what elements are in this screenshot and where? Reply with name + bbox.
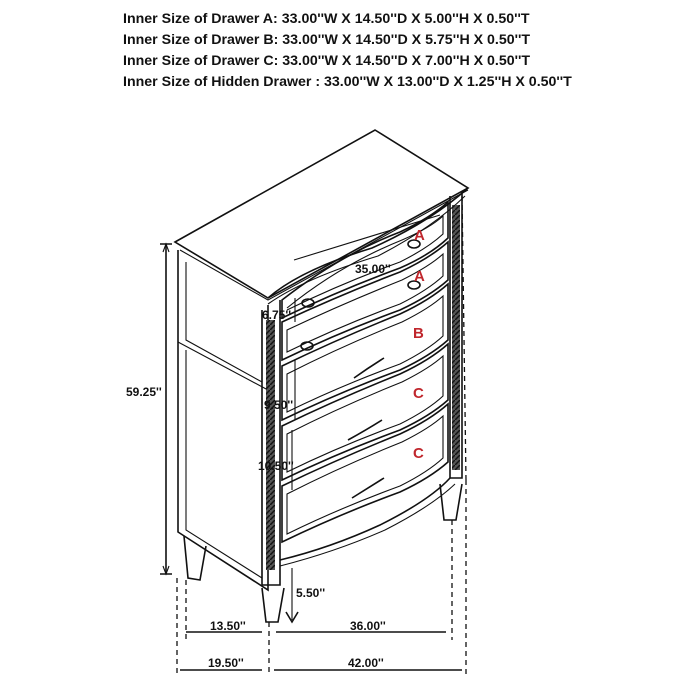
bail-pull bbox=[347, 419, 383, 441]
dim-top-width: 35.00'' bbox=[355, 262, 391, 276]
bail-pull bbox=[351, 477, 385, 499]
knob bbox=[407, 280, 421, 290]
spec-hidden-drawer: Inner Size of Hidden Drawer : 33.00''W X… bbox=[123, 74, 572, 90]
drawer-label-c1: C bbox=[413, 385, 424, 402]
dim-inner-width: 36.00'' bbox=[350, 619, 386, 633]
chest-body bbox=[173, 129, 470, 592]
left-front-post bbox=[261, 300, 281, 586]
bottom-apron bbox=[279, 477, 451, 561]
dimension-lines bbox=[160, 195, 467, 676]
inner-size-specs: Inner Size of Drawer A: 33.00''W X 14.50… bbox=[123, 9, 572, 93]
drawer-b bbox=[281, 282, 449, 422]
drawers bbox=[281, 200, 449, 544]
drawer-label-b: B bbox=[413, 325, 424, 342]
legs bbox=[183, 483, 463, 623]
bail-pull bbox=[353, 357, 385, 379]
right-rope-column bbox=[452, 205, 460, 470]
right-post bbox=[449, 192, 463, 479]
drawer-a-2 bbox=[281, 240, 449, 362]
dim-drawer-c-height: 10.50'' bbox=[258, 459, 294, 473]
spec-drawer-a: Inner Size of Drawer A: 33.00''W X 14.50… bbox=[123, 11, 530, 27]
dim-leg-height: 5.50'' bbox=[296, 586, 325, 600]
dim-depth: 19.50'' bbox=[208, 656, 244, 670]
leg-front-left bbox=[261, 587, 285, 623]
left-rope-column bbox=[266, 320, 275, 570]
spec-drawer-b: Inner Size of Drawer B: 33.00''W X 14.50… bbox=[123, 32, 531, 48]
drawer-c-1 bbox=[281, 342, 449, 482]
leg-front-right bbox=[439, 483, 463, 521]
left-side-panel bbox=[177, 250, 269, 592]
drawer-label-a2: A bbox=[414, 268, 425, 285]
knob bbox=[301, 298, 315, 308]
dim-height: 59.25'' bbox=[126, 385, 162, 399]
dim-inner-depth: 13.50'' bbox=[210, 619, 246, 633]
knob bbox=[300, 341, 314, 351]
hardware bbox=[300, 239, 421, 499]
dim-width: 42.00'' bbox=[348, 656, 384, 670]
drawer-label-a1: A bbox=[414, 227, 425, 244]
knob bbox=[407, 239, 421, 249]
drawer-label-c2: C bbox=[413, 445, 424, 462]
dim-drawer-a-height: 6.75'' bbox=[262, 308, 291, 322]
dim-drawer-b-height: 9.50'' bbox=[264, 398, 293, 412]
drawer-c-2 bbox=[281, 402, 449, 544]
leg-back-left bbox=[183, 535, 207, 581]
top-molding bbox=[267, 187, 469, 299]
spec-drawer-c: Inner Size of Drawer C: 33.00''W X 14.50… bbox=[123, 53, 531, 69]
drawer-a-top bbox=[281, 200, 449, 320]
